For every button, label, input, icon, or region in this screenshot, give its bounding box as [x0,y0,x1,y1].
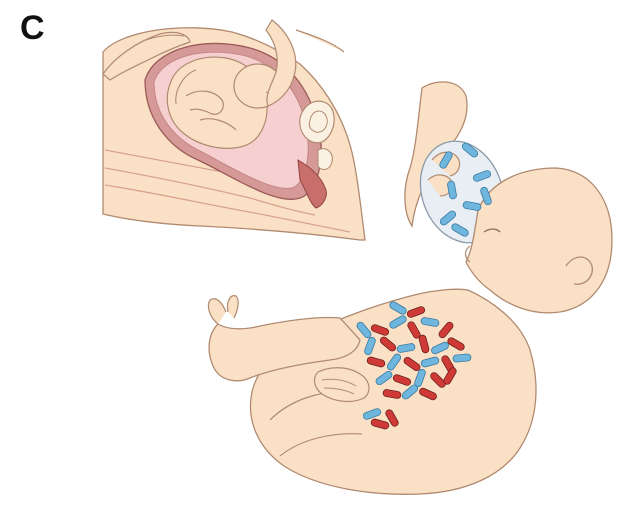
blue-bacterium-icon [453,354,472,363]
pregnancy-inset [103,20,365,240]
